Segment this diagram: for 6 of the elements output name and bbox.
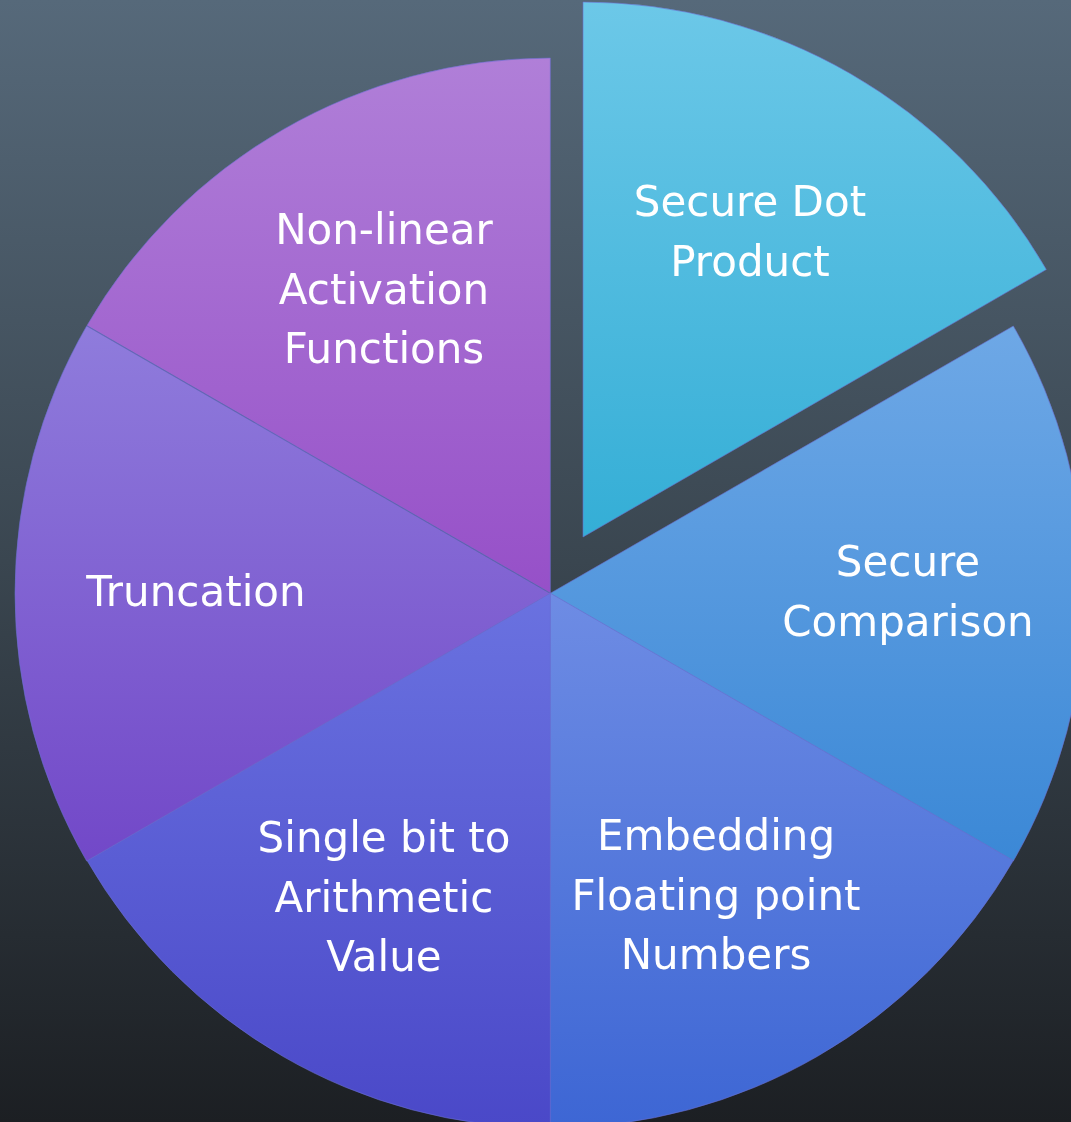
- segment-label: Embedding Floating point Numbers: [571, 809, 861, 981]
- segment-label: Single bit to Arithmetic Value: [256, 811, 512, 983]
- segment-label: Secure Comparison: [781, 536, 1035, 648]
- segment-label: Non-linear Activation Functions: [274, 203, 494, 375]
- segment-label: Truncation: [85, 566, 307, 619]
- segment-label: Secure Dot Product: [632, 176, 868, 288]
